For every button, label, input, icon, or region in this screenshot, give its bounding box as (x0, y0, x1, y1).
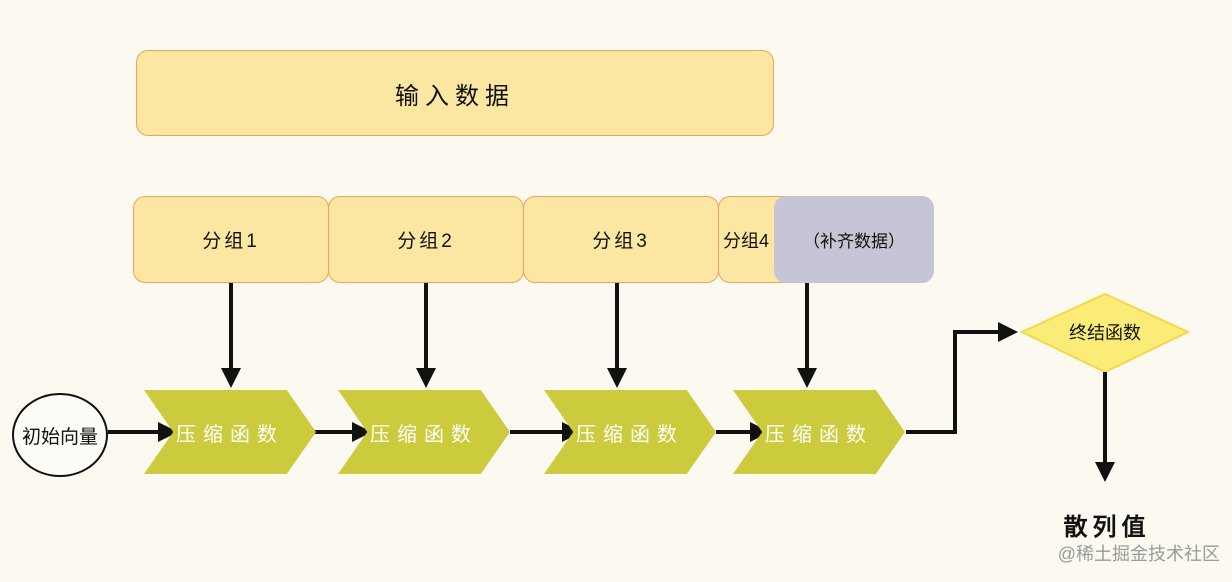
input-data-box: 输入数据 (136, 50, 774, 136)
compression-label-2: 压缩函数 (370, 423, 478, 446)
group-label-3: 分组3 (592, 231, 650, 252)
hash-value-label: 散列值 (1063, 513, 1151, 541)
group-box-1: 分组1 (133, 196, 329, 283)
padding-data-label: （补齐数据） (803, 232, 905, 251)
initial-vector-label: 初始向量 (21, 426, 98, 448)
input-data-label: 输入数据 (395, 82, 515, 110)
group-label-4: 分组4 (723, 230, 770, 251)
initial-vector-node: 初始向量 (12, 393, 108, 477)
group-label-2: 分组2 (397, 231, 455, 252)
compression-label-1: 压缩函数 (176, 423, 284, 446)
group-box-3: 分组3 (523, 196, 719, 283)
compression-label-3: 压缩函数 (576, 423, 684, 446)
compression-function-4: 压缩函数 (733, 390, 905, 474)
finalize-function-label: 终结函数 (1069, 323, 1141, 343)
watermark-text: @稀土掘金技术社区 (1057, 544, 1220, 564)
compression-function-2: 压缩函数 (338, 390, 510, 474)
compression-function-3: 压缩函数 (544, 390, 716, 474)
arrow-compress4-to-finalize (906, 322, 1018, 434)
group-label-1: 分组1 (202, 231, 260, 252)
compression-label-4: 压缩函数 (765, 423, 873, 446)
group-box-2: 分组2 (328, 196, 524, 283)
padding-data-box: （补齐数据） (774, 196, 934, 283)
compression-function-1: 压缩函数 (144, 390, 316, 474)
